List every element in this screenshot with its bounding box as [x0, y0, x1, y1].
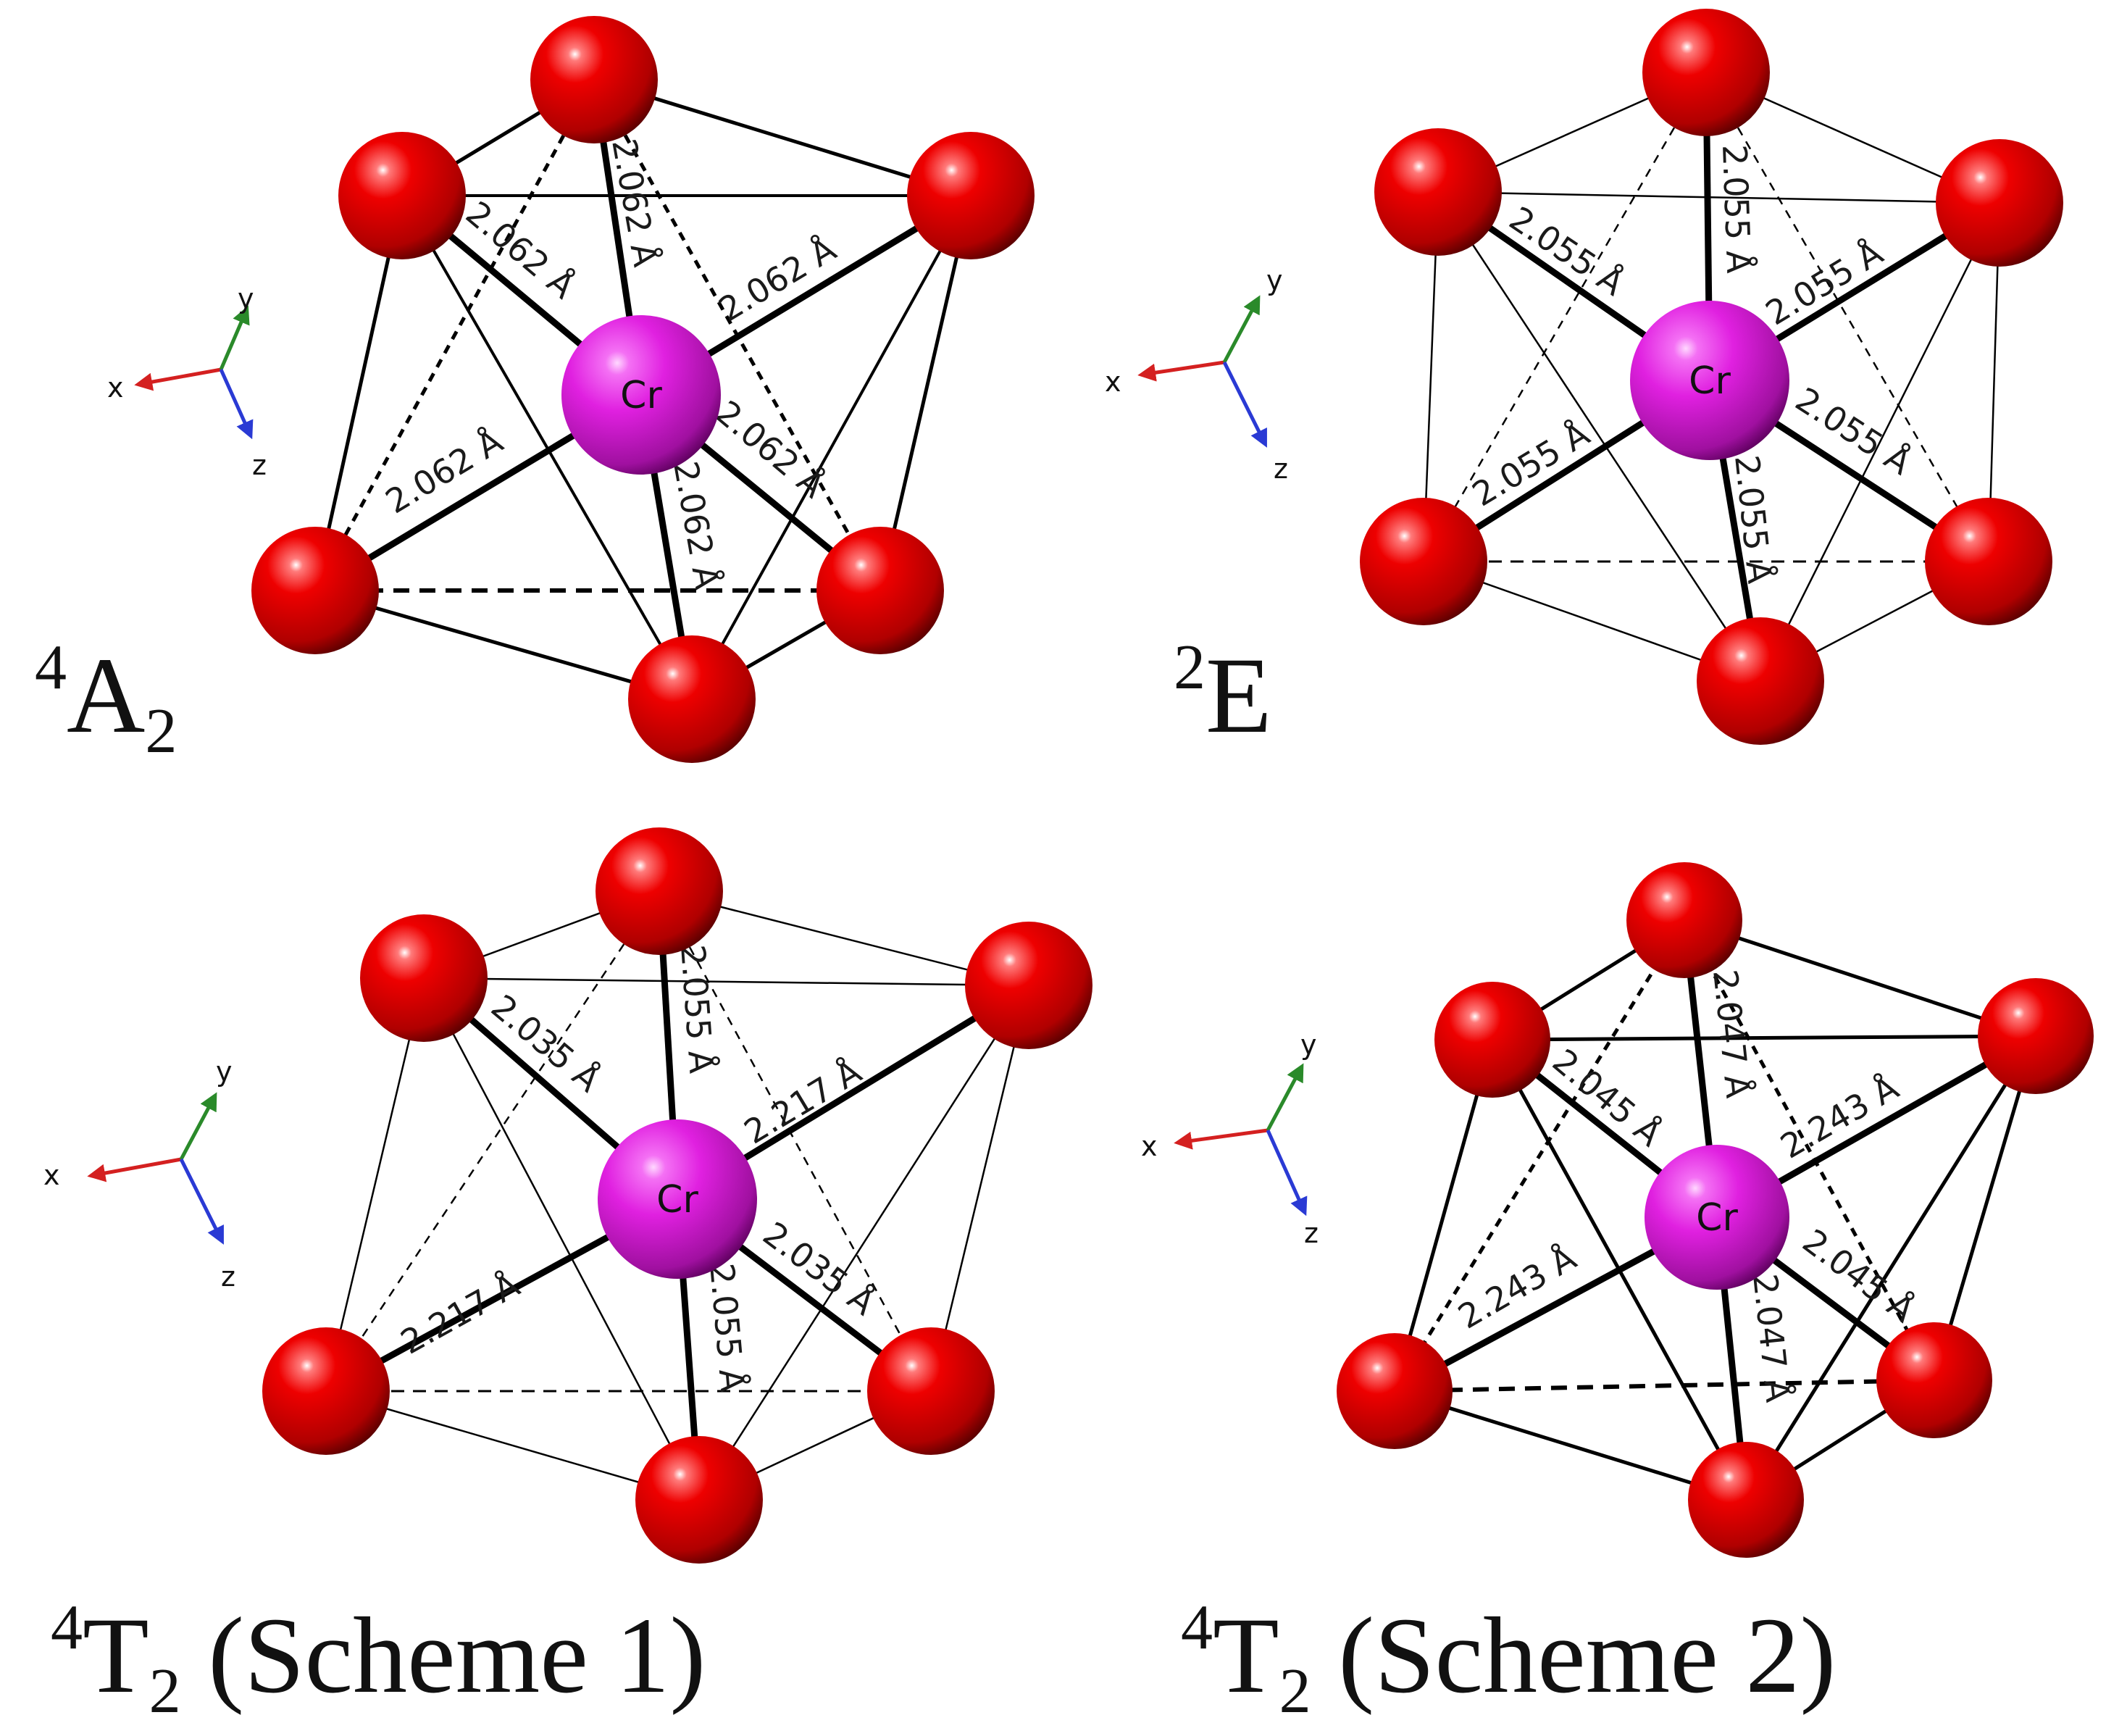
state-label-4t2-scheme-1: 4T2 (Scheme 1) [51, 1593, 706, 1727]
bond-label: 2.055 Å [1727, 454, 1779, 586]
bond-label: 2.062 Å [459, 193, 582, 306]
octahedron-edges [313, 78, 973, 701]
oxygen-atom [251, 527, 379, 654]
chromium-label: Cr [656, 1178, 698, 1222]
chromium-label: Cr [1696, 1196, 1738, 1240]
axis-triad: x y z [107, 283, 267, 481]
oxygen-atom [262, 1327, 390, 1455]
axis-z-label: z [252, 449, 267, 481]
bond-label: 2.217 Å [737, 1051, 869, 1151]
bond-label: 2.045 Å [1795, 1222, 1922, 1330]
oxygen-atom [1925, 498, 2052, 625]
bond-label: 2.055 Å [1789, 380, 1918, 483]
atoms: Cr [251, 16, 1035, 763]
oxygen-atom [1434, 982, 1550, 1098]
bond-label: 2.047 Å [1745, 1272, 1797, 1405]
oxygen-atom [1626, 862, 1742, 978]
oxygen-atom [1936, 139, 2063, 267]
oxygen-atom [628, 635, 756, 763]
oxygen-atom [1876, 1322, 1992, 1438]
chromium-atom [598, 1119, 757, 1279]
oxygen-atom [338, 132, 466, 259]
panel-4t2-scheme-1: x y z 2.055 Å 2.0 [43, 827, 1092, 1727]
atoms: Cr [262, 827, 1092, 1564]
oxygen-atom [360, 914, 488, 1042]
axis-z-label: z [1274, 453, 1288, 485]
oxygen-atom [867, 1327, 995, 1455]
axis-z-label: z [1304, 1217, 1319, 1249]
axis-triad: x y z [1105, 264, 1288, 485]
bond-label: 2.055 Å [1715, 143, 1758, 274]
panel-4t2-scheme-2: x y z 2.047 Å 2.0 [1141, 862, 2094, 1727]
oxygen-atom [1642, 9, 1770, 136]
oxygen-atom [965, 922, 1092, 1049]
chromium-label: Cr [620, 374, 662, 417]
bond-label: 2.243 Å [1774, 1068, 1905, 1167]
bond-label: 2.217 Å [394, 1265, 526, 1362]
axis-y-label: y [1300, 1029, 1317, 1061]
axis-y-label: y [238, 283, 254, 314]
oxygen-atom [1337, 1333, 1453, 1449]
oxygen-atom [635, 1436, 763, 1564]
axis-z-label: z [221, 1261, 235, 1293]
axis-y-label: y [1266, 264, 1283, 296]
oxygen-atom [530, 16, 658, 143]
atoms: Cr [1337, 862, 2094, 1558]
state-label-4a2: 4A2 [35, 633, 177, 767]
state-label-4t2-scheme-2: 4T2 (Scheme 2) [1181, 1593, 1836, 1727]
chromium-atom [561, 315, 721, 475]
axis-y-label: y [216, 1056, 233, 1088]
octahedron-edges [325, 890, 1030, 1501]
bond-label: 2.062 Å [709, 393, 832, 506]
oxygen-atom [1978, 978, 2094, 1094]
bond-label: 2.055 Å [673, 943, 721, 1075]
state-label-2e: 2E [1174, 633, 1272, 756]
chromium-label: Cr [1689, 359, 1731, 403]
oxygen-atom [1360, 498, 1487, 625]
chromium-atom [1645, 1145, 1789, 1290]
oxygen-atom [596, 827, 723, 955]
oxygen-atom [1688, 1442, 1804, 1558]
chromium-atom [1630, 301, 1789, 460]
axis-x-label: x [107, 372, 124, 404]
axis-triad: x y z [1141, 1029, 1319, 1249]
oxygen-atom [1374, 128, 1502, 256]
axis-x-label: x [43, 1159, 60, 1191]
bond-label: 2.062 Å [666, 459, 727, 593]
panel-2e: x y z 2.055 Å 2.0 [1105, 9, 2063, 756]
oxygen-atom [1697, 617, 1824, 745]
oxygen-atom [907, 132, 1035, 259]
axis-x-label: x [1141, 1130, 1158, 1162]
oxygen-atom [816, 527, 944, 654]
bond-label: 2.047 Å [1705, 968, 1758, 1101]
bond-label: 2.055 Å [702, 1261, 752, 1393]
atoms: Cr [1360, 9, 2063, 745]
panel-4a2: x y z 2.062 Å [35, 16, 1035, 767]
axis-triad: x y z [43, 1056, 235, 1293]
axis-x-label: x [1105, 366, 1121, 398]
